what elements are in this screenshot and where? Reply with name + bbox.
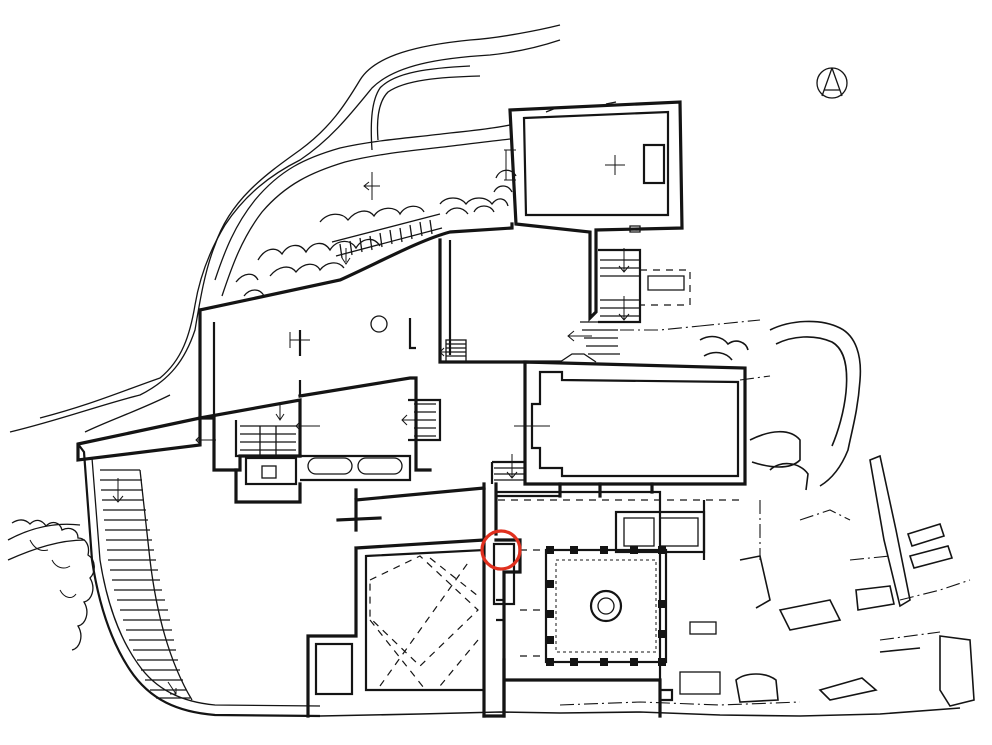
north-path-stairs bbox=[331, 172, 443, 265]
arrow-icon bbox=[618, 248, 630, 273]
garden-square bbox=[306, 486, 486, 718]
north-arrow-icon bbox=[816, 67, 848, 99]
terrain-lines bbox=[7, 24, 561, 651]
middle-rooms bbox=[195, 398, 442, 504]
crosshair-icon bbox=[605, 155, 625, 175]
church-nave bbox=[514, 353, 747, 486]
site-boundary bbox=[76, 416, 961, 718]
arrow-icon bbox=[167, 681, 177, 695]
arrow-icon bbox=[195, 434, 216, 446]
upper-hall bbox=[198, 222, 562, 472]
arrow-icon bbox=[567, 330, 592, 342]
arrow-icon bbox=[112, 478, 124, 503]
arrow-icon bbox=[341, 248, 351, 265]
east-court bbox=[614, 500, 721, 695]
arrow-icon bbox=[401, 414, 424, 426]
arrow-icon bbox=[506, 454, 518, 479]
church-stairs bbox=[490, 454, 526, 484]
inner-cloister bbox=[520, 546, 668, 666]
arrow-icon bbox=[275, 404, 285, 421]
vegetation bbox=[235, 169, 517, 297]
arrow-icon bbox=[439, 347, 458, 357]
west-stairway bbox=[100, 469, 193, 701]
highlight-marker bbox=[480, 529, 522, 571]
chapel-block bbox=[504, 100, 684, 322]
arrow-icon bbox=[295, 420, 320, 432]
eastern-ruins bbox=[699, 319, 975, 707]
north-stairs bbox=[567, 248, 701, 355]
arrow-icon bbox=[618, 296, 630, 321]
